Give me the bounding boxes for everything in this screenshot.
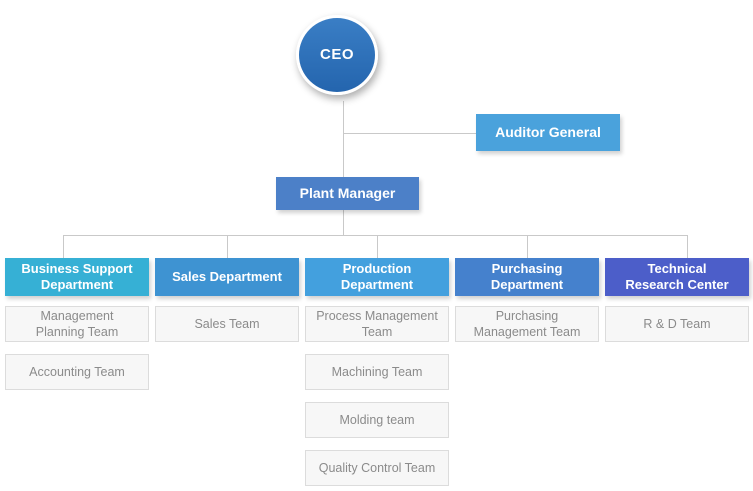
team-node: Accounting Team [5, 354, 149, 390]
team-label: Molding team [339, 412, 415, 427]
connector-drop-department-0 [63, 235, 64, 258]
team-label: Purchasing Management Team [473, 308, 581, 339]
ceo-label: CEO [319, 46, 354, 63]
connector-drop-department-3 [527, 235, 528, 258]
plant-manager-node: Plant Manager [276, 177, 419, 210]
team-label: Process Management Team [316, 308, 438, 339]
team-node: Management Planning Team [5, 306, 149, 342]
team-label: Accounting Team [29, 364, 125, 379]
department-node: Business Support Department [5, 258, 149, 296]
connector-auditor-branch [343, 133, 476, 134]
team-node: Quality Control Team [305, 450, 449, 486]
team-label: Management Planning Team [35, 308, 119, 339]
department-node: Technical Research Center [605, 258, 749, 296]
connector-drop-department-2 [377, 235, 378, 258]
team-label: R & D Team [643, 316, 711, 331]
department-label: Business Support Department [21, 261, 133, 292]
team-label: Quality Control Team [318, 460, 436, 475]
department-label: Production Department [340, 261, 414, 292]
department-label: Purchasing Department [490, 261, 564, 292]
team-node: Process Management Team [305, 306, 449, 342]
department-node: Sales Department [155, 258, 299, 296]
auditor-general-label: Auditor General [495, 124, 601, 141]
connector-plant-manager-to-bus [343, 210, 344, 235]
department-node: Purchasing Department [455, 258, 599, 296]
ceo-node: CEO [296, 15, 378, 95]
team-node: Sales Team [155, 306, 299, 342]
department-node: Production Department [305, 258, 449, 296]
connector-drop-department-1 [227, 235, 228, 258]
team-node: Purchasing Management Team [455, 306, 599, 342]
plant-manager-label: Plant Manager [299, 185, 396, 202]
team-node: Machining Team [305, 354, 449, 390]
department-label: Sales Department [172, 269, 282, 285]
team-label: Sales Team [194, 316, 260, 331]
connector-drop-department-4 [687, 235, 688, 258]
team-node: R & D Team [605, 306, 749, 342]
connector-ceo-to-plant-manager [343, 101, 344, 177]
auditor-general-node: Auditor General [476, 114, 620, 151]
team-node: Molding team [305, 402, 449, 438]
department-label: Technical Research Center [625, 261, 729, 292]
team-label: Machining Team [331, 364, 423, 379]
connector-department-bus [63, 235, 688, 236]
